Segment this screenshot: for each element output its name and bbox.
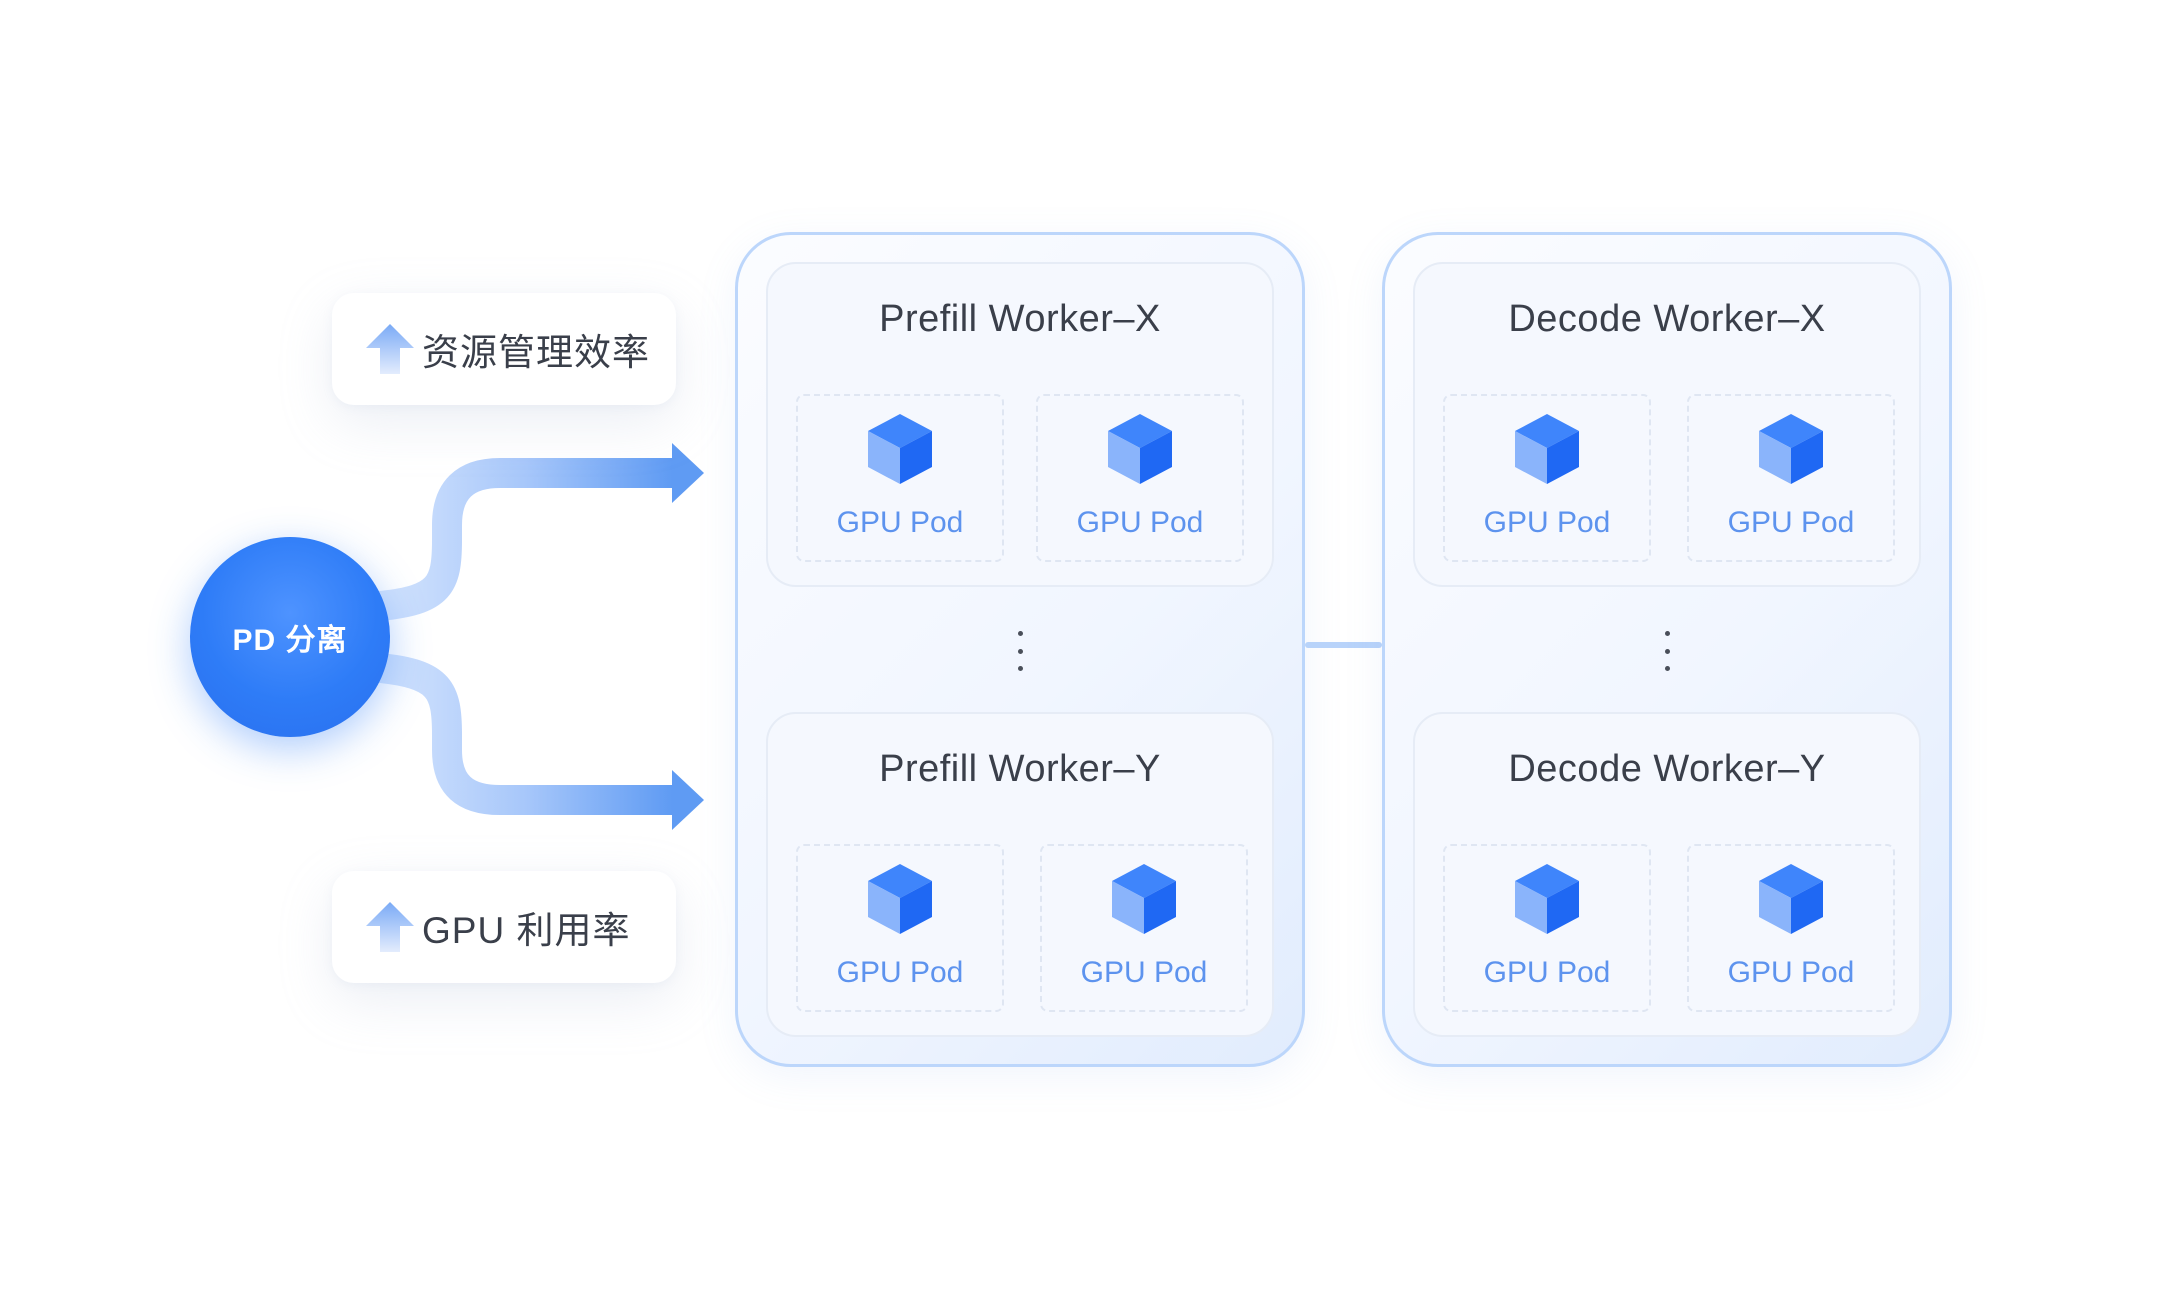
arrowhead-prefill-y bbox=[672, 770, 704, 830]
gpu-pod: GPU Pod bbox=[1040, 844, 1248, 1012]
gpu-pod: GPU Pod bbox=[1687, 394, 1895, 562]
arrow-up-icon bbox=[366, 324, 414, 374]
cube-icon bbox=[1759, 414, 1823, 484]
pd-separation-label: PD 分离 bbox=[232, 624, 348, 657]
worker-title: Decode Worker–Y bbox=[1508, 748, 1826, 790]
pod-label: GPU Pod bbox=[1727, 956, 1855, 989]
prefill-worker-group: Prefill Worker–X GPU Pod GPU Pod bbox=[735, 232, 1305, 1067]
benefit-label-gpu-utilization: GPU 利用率 bbox=[422, 910, 631, 951]
pod-label: GPU Pod bbox=[1483, 956, 1611, 989]
pod-label: GPU Pod bbox=[1080, 956, 1208, 989]
decode-worker-x-card: Decode Worker–X GPU Pod GPU Pod bbox=[1413, 262, 1921, 587]
cube-icon bbox=[868, 864, 932, 934]
decode-worker-group: Decode Worker–X GPU Pod GPU Pod bbox=[1382, 232, 1952, 1067]
arrow-to-prefill-y bbox=[378, 653, 672, 815]
arrow-to-prefill-x bbox=[378, 458, 672, 621]
cube-icon bbox=[1112, 864, 1176, 934]
more-workers-ellipsis bbox=[738, 631, 1302, 671]
worker-title: Prefill Worker–X bbox=[879, 298, 1161, 340]
arrowhead-prefill-x bbox=[672, 443, 704, 503]
benefit-card-resource-efficiency: 资源管理效率 bbox=[332, 293, 676, 405]
worker-title: Decode Worker–X bbox=[1508, 298, 1826, 340]
cube-icon bbox=[1515, 414, 1579, 484]
gpu-pod: GPU Pod bbox=[1687, 844, 1895, 1012]
cube-icon bbox=[1759, 864, 1823, 934]
gpu-pod: GPU Pod bbox=[796, 394, 1004, 562]
gpu-pod: GPU Pod bbox=[1443, 844, 1651, 1012]
pd-separation-node: PD 分离 bbox=[190, 537, 390, 737]
cube-icon bbox=[868, 414, 932, 484]
more-workers-ellipsis bbox=[1385, 631, 1949, 671]
cube-icon bbox=[1515, 864, 1579, 934]
pod-label: GPU Pod bbox=[836, 506, 964, 539]
gpu-pod: GPU Pod bbox=[1443, 394, 1651, 562]
pod-label: GPU Pod bbox=[1483, 506, 1611, 539]
worker-title: Prefill Worker–Y bbox=[879, 748, 1161, 790]
prefill-worker-x-card: Prefill Worker–X GPU Pod GPU Pod bbox=[766, 262, 1274, 587]
pod-label: GPU Pod bbox=[1076, 506, 1204, 539]
prefill-decode-link bbox=[1305, 642, 1382, 648]
gpu-pod: GPU Pod bbox=[1036, 394, 1244, 562]
arrow-up-icon bbox=[366, 902, 414, 952]
benefit-label-resource-efficiency: 资源管理效率 bbox=[422, 332, 650, 373]
prefill-worker-y-card: Prefill Worker–Y GPU Pod GPU Pod bbox=[766, 712, 1274, 1037]
pod-label: GPU Pod bbox=[1727, 506, 1855, 539]
cube-icon bbox=[1108, 414, 1172, 484]
decode-worker-y-card: Decode Worker–Y GPU Pod GPU Pod bbox=[1413, 712, 1921, 1037]
gpu-pod: GPU Pod bbox=[796, 844, 1004, 1012]
benefit-card-gpu-utilization: GPU 利用率 bbox=[332, 871, 676, 983]
pod-label: GPU Pod bbox=[836, 956, 964, 989]
